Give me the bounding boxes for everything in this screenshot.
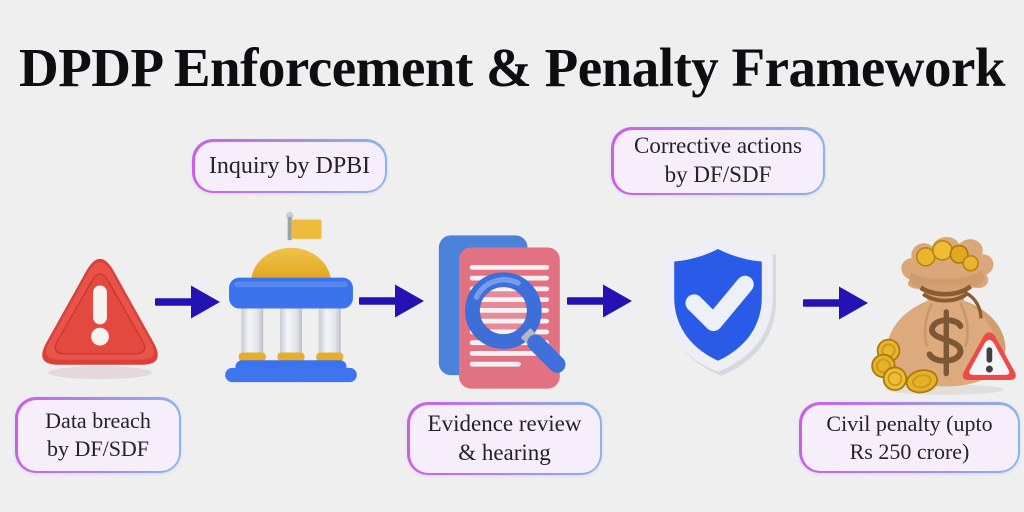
alert-triangle-3d-icon [28, 238, 172, 382]
money-bag-warning-3d-icon [868, 226, 1022, 398]
label-line: & hearing [458, 439, 551, 465]
flow-arrow-1 [154, 282, 222, 322]
label-data-breach: Data breach by DF/SDF [15, 397, 181, 473]
shield-check-3d-icon [646, 229, 790, 381]
flow-arrow-3 [566, 281, 634, 321]
label-line: by DF/SDF [46, 436, 150, 461]
label-line: Civil penalty (upto [826, 410, 993, 436]
label-line: Inquiry by DPBI [208, 152, 371, 179]
mini-alert-triangle-icon [962, 332, 1016, 381]
label-civil-penalty: Civil penalty (upto Rs 250 crore) [799, 402, 1020, 473]
label-line: Data breach [45, 408, 151, 434]
flow-arrow-4 [802, 283, 870, 323]
label-line: Rs 250 crore) [849, 438, 970, 464]
government-building-3d-icon [220, 207, 362, 383]
label-line: Evidence review [427, 410, 582, 436]
document-magnifier-3d-icon [428, 230, 576, 394]
label-line: by DF/SDF [664, 162, 772, 187]
page-title: DPDP Enforcement & Penalty Framework [18, 37, 1006, 98]
label-inquiry-by-dpbi: Inquiry by DPBI [192, 139, 387, 193]
label-line: Corrective actions [634, 133, 802, 159]
label-corrective-actions: Corrective actions by DF/SDF [611, 127, 825, 195]
flow-arrow-2 [358, 281, 426, 321]
label-evidence-review: Evidence review & hearing [407, 402, 602, 475]
